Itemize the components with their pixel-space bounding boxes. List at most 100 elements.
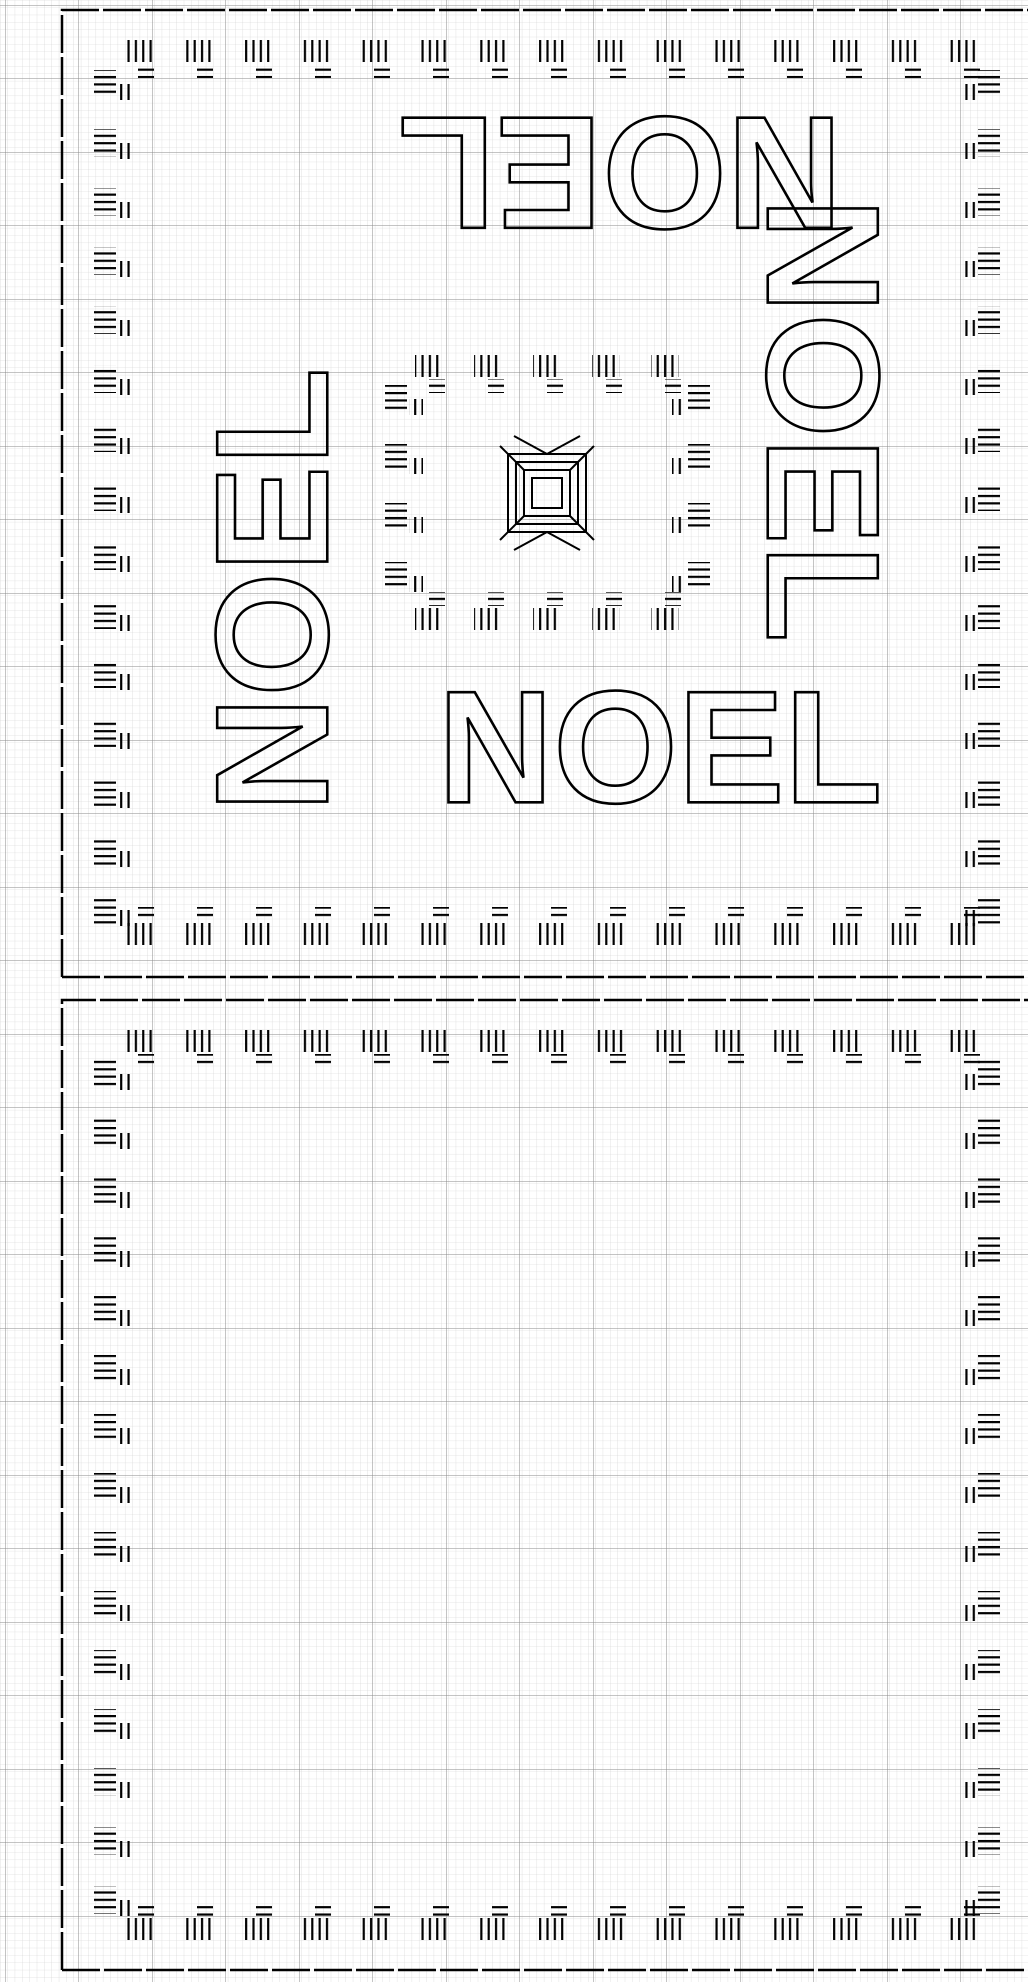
outer-border-bottom-top-stitch — [964, 1054, 980, 1068]
inner-border-top-top-stitch — [651, 355, 679, 377]
outer-border-top-top-stitch — [964, 64, 980, 78]
outer-border-top-left-stitch — [118, 497, 132, 513]
outer-border-top-bottom-stitch — [551, 907, 567, 921]
outer-border-top-right-stitch — [962, 143, 976, 159]
outer-border-bottom-bottom-stitch — [138, 1902, 154, 1916]
outer-border-bottom-right-stitch — [962, 1074, 976, 1090]
outer-border-top-bottom-stitch — [360, 923, 388, 945]
outer-border-bottom-right-stitch — [978, 1768, 1000, 1796]
outer-border-bottom-top-stitch — [832, 1030, 860, 1052]
outer-border-bottom-top-stitch — [478, 1030, 506, 1052]
inner-border-top-right-stitch — [688, 444, 710, 472]
outer-border-bottom-bottom-stitch — [714, 1918, 742, 1940]
outer-border-top-top-stitch — [374, 64, 390, 78]
outer-border-top-top-stitch — [138, 64, 154, 78]
outer-border-top-top-stitch — [419, 40, 447, 62]
outer-border-top-bottom-stitch — [537, 923, 565, 945]
outer-border-bottom-left-stitch — [118, 1133, 132, 1149]
outer-border-top-top-stitch — [832, 40, 860, 62]
outer-border-top-bottom-stitch — [183, 923, 211, 945]
outer-border-top-right-stitch — [978, 896, 1000, 924]
inner-border-top-top-stitch — [533, 355, 561, 377]
outer-border-top-top-stitch — [596, 40, 624, 62]
inner-border-top-left-stitch — [385, 503, 407, 531]
outer-border-bottom-top-stitch — [256, 1054, 272, 1068]
outer-border-top-bottom-stitch — [610, 907, 626, 921]
outer-border-bottom-bottom-stitch — [478, 1918, 506, 1940]
outer-border-top-top-stitch — [124, 40, 152, 62]
outer-border-bottom-top-stitch — [846, 1054, 862, 1068]
inner-border-top-bottom-stitch — [429, 592, 445, 606]
outer-border-top-top-stitch — [714, 40, 742, 62]
outer-border-top-left-stitch — [118, 84, 132, 100]
inner-border-top-left-stitch — [385, 562, 407, 590]
outer-border-bottom-left-stitch — [94, 1709, 116, 1737]
outer-border-top-right-stitch — [978, 365, 1000, 393]
outer-border-top-bottom-stitch — [242, 923, 270, 945]
outer-border-bottom-left-stitch — [118, 1546, 132, 1562]
inner-border-top-left-stitch — [409, 399, 423, 415]
outer-border-top-right-stitch — [978, 188, 1000, 216]
outer-border-top-top-stitch — [478, 40, 506, 62]
outer-border-top-right-stitch — [978, 837, 1000, 865]
outer-border-bottom-right-stitch — [962, 1487, 976, 1503]
outer-border-bottom-left-stitch — [94, 1355, 116, 1383]
outer-border-bottom-right-stitch — [962, 1251, 976, 1267]
outer-border-top-bottom-stitch — [419, 923, 447, 945]
outer-border-top-left-stitch — [94, 424, 116, 452]
outer-border-top-left-stitch — [118, 379, 132, 395]
outer-border-bottom-left-stitch — [94, 1119, 116, 1147]
outer-border-bottom-left-stitch — [94, 1296, 116, 1324]
outer-border-bottom-bottom-stitch — [360, 1918, 388, 1940]
outer-border-bottom-right-stitch — [962, 1546, 976, 1562]
outer-border-bottom-left-stitch — [118, 1605, 132, 1621]
outer-border-bottom-left-stitch — [94, 1591, 116, 1619]
outer-border-top-top-stitch — [537, 40, 565, 62]
outer-border-top-left-stitch — [94, 70, 116, 98]
outer-border-top-left-stitch — [94, 542, 116, 570]
outer-border-bottom-bottom-stitch — [950, 1918, 978, 1940]
outer-border-bottom-top-stitch — [492, 1054, 508, 1068]
outer-border-bottom-top-stitch — [773, 1030, 801, 1052]
outer-border-top-left-stitch — [94, 837, 116, 865]
outer-border-top-right-stitch — [978, 719, 1000, 747]
outer-border-bottom-bottom-stitch — [728, 1902, 744, 1916]
outer-border-bottom-right-stitch — [978, 1591, 1000, 1619]
outer-border-top-bottom-stitch — [433, 907, 449, 921]
outer-border-bottom-bottom-stitch — [551, 1902, 567, 1916]
outer-border-bottom-right-stitch — [978, 1237, 1000, 1265]
outer-border-top-right-stitch — [962, 84, 976, 100]
outer-border-top-right-stitch — [962, 497, 976, 513]
outer-border-top-top-stitch — [905, 64, 921, 78]
outer-border-top-bottom-stitch — [124, 923, 152, 945]
outer-border-top-bottom-stitch — [787, 907, 803, 921]
outer-border-top-right-stitch — [978, 601, 1000, 629]
outer-border-top-top-stitch — [360, 40, 388, 62]
outer-border-bottom-left-stitch — [94, 1473, 116, 1501]
inner-border-top-bottom-stitch — [488, 592, 504, 606]
inner-border-top-left-stitch — [409, 517, 423, 533]
inner-border-top-top-stitch — [665, 379, 681, 393]
inner-border-top-right-stitch — [672, 399, 686, 415]
outer-border-top-top-stitch — [787, 64, 803, 78]
outer-border-top-bottom-stitch — [950, 923, 978, 945]
outer-border-bottom-right-stitch — [978, 1178, 1000, 1206]
outer-border-bottom-left-stitch — [118, 1723, 132, 1739]
word-noel-bottom: NOEL — [438, 657, 882, 836]
inner-border-top-right-stitch — [688, 562, 710, 590]
inner-border-top-bottom-stitch — [547, 592, 563, 606]
outer-border-bottom-bottom-stitch — [669, 1902, 685, 1916]
outer-border-top-top-stitch — [492, 64, 508, 78]
outer-border-bottom-left-stitch — [118, 1664, 132, 1680]
outer-border-top-right-stitch — [962, 733, 976, 749]
outer-border-bottom-top-stitch — [596, 1030, 624, 1052]
outer-border-bottom-right-stitch — [962, 1605, 976, 1621]
outer-border-bottom-left-stitch — [118, 1487, 132, 1503]
outer-border-top-left-stitch — [118, 733, 132, 749]
outer-border-bottom-right-stitch — [978, 1827, 1000, 1855]
outer-border-top-top-stitch — [728, 64, 744, 78]
outer-border-bottom-left-stitch — [94, 1768, 116, 1796]
outer-border-bottom-right-stitch — [962, 1723, 976, 1739]
outer-border-bottom-left-stitch — [118, 1310, 132, 1326]
